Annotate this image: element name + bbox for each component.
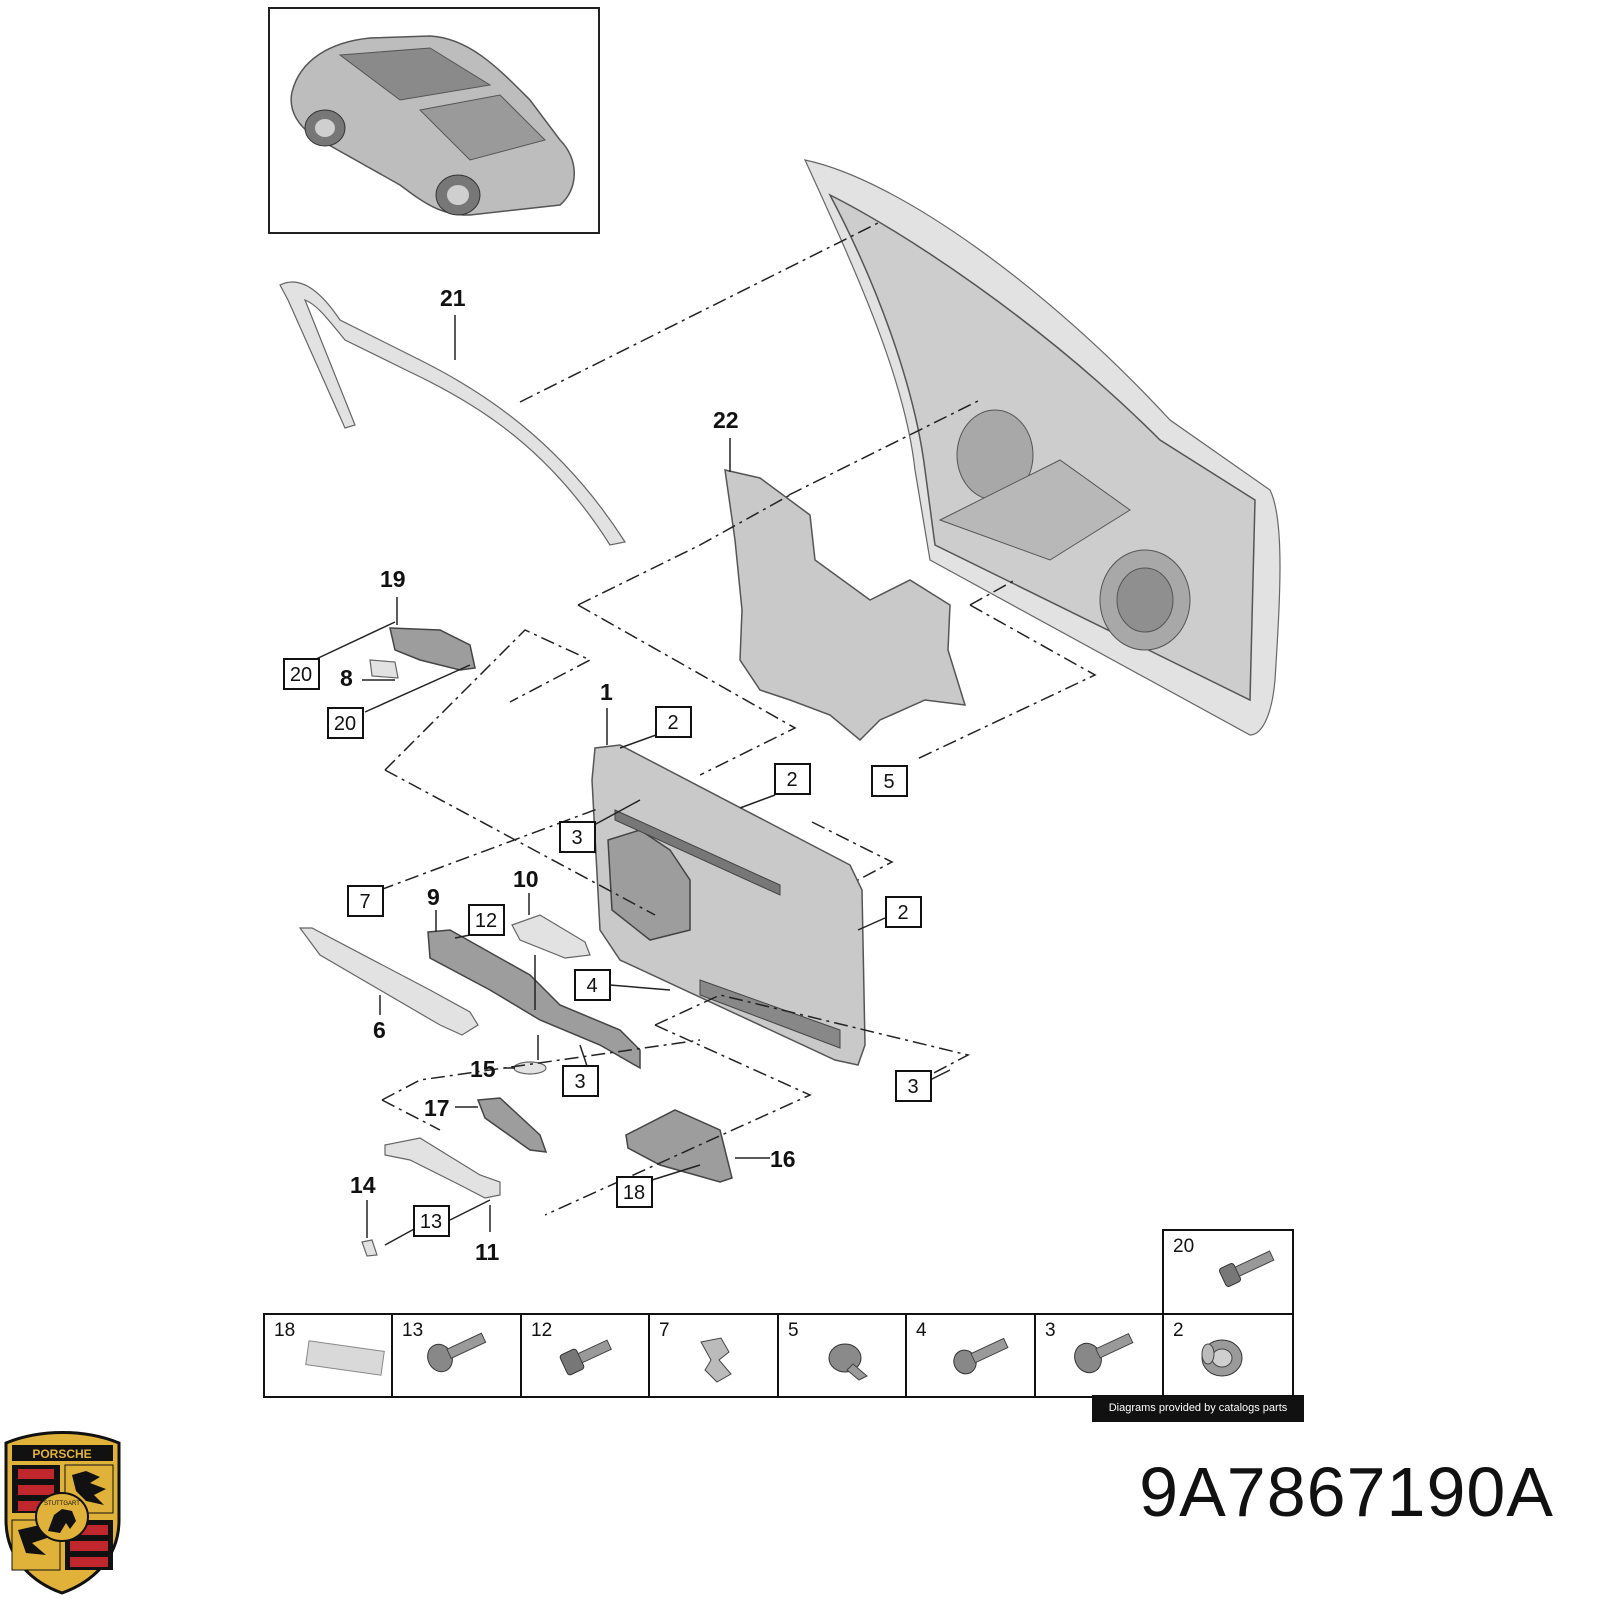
callout-19: 19 — [380, 566, 406, 592]
boxed-callout-4: 4 — [574, 969, 611, 1001]
svg-text:7: 7 — [359, 891, 370, 913]
svg-text:18: 18 — [623, 1182, 645, 1204]
hex-bolt-icon — [559, 1339, 612, 1376]
svg-text:2: 2 — [786, 769, 797, 791]
boxed-callout-7: 7 — [347, 885, 384, 917]
svg-text:20: 20 — [334, 713, 356, 735]
handle-bracket-part — [369, 627, 476, 679]
boxed-callout-18: 18 — [616, 1176, 653, 1208]
boxed-callout-13: 13 — [413, 1205, 450, 1237]
boxed-callout-3-a: 3 — [559, 821, 596, 853]
fastener-cell-label-3: 3 — [1045, 1320, 1056, 1341]
fastener-cell-label-13: 13 — [402, 1320, 423, 1341]
flange-screw-icon — [1074, 1332, 1134, 1374]
door-shell-part — [803, 159, 1281, 736]
callout-9: 9 — [427, 884, 440, 910]
fastener-cell-label-7: 7 — [659, 1320, 670, 1341]
window-trim-part — [279, 281, 626, 546]
diagram-credit: Diagrams provided by catalogs parts — [1092, 1395, 1304, 1422]
cover-cap-part — [476, 1097, 548, 1153]
callout-8: 8 — [340, 665, 353, 691]
callout-15: 15 — [470, 1056, 496, 1082]
fastener-cell-label-12: 12 — [531, 1320, 552, 1341]
boxed-callouts: 20 20 2 2 5 3 7 12 2 4 3 3 18 13 — [283, 658, 932, 1237]
callout-16: 16 — [770, 1146, 796, 1172]
svg-text:3: 3 — [574, 1071, 585, 1093]
fastener-cell-label-18: 18 — [274, 1320, 295, 1341]
callout-1: 1 — [600, 679, 613, 705]
porsche-crest-logo: PORSCHE STUTTGART — [4, 1431, 121, 1595]
bolt-icon — [1219, 1250, 1275, 1287]
small-cap-part — [361, 1239, 378, 1257]
callout-14: 14 — [350, 1172, 376, 1198]
trim-strip-part — [298, 927, 479, 1036]
callout-10: 10 — [513, 866, 539, 892]
screw-icon — [953, 1337, 1009, 1375]
callout-labels: 21 22 19 8 1 9 10 6 15 17 16 14 11 — [340, 285, 796, 1265]
callout-17: 17 — [424, 1095, 450, 1121]
expansion-nut-icon — [1201, 1339, 1243, 1377]
fastener-table: 20 18 13 12 7 5 4 3 2 — [263, 1229, 1294, 1398]
boxed-callout-20-bottom: 20 — [327, 707, 364, 739]
door-trim-panel-part — [591, 744, 866, 1066]
vehicle-thumbnail — [268, 7, 600, 234]
leader-lines — [313, 315, 951, 1246]
fastener-cell-label-5: 5 — [788, 1320, 799, 1341]
flange-bolt-icon — [427, 1332, 487, 1373]
svg-text:13: 13 — [420, 1211, 442, 1233]
logo-brand-text: PORSCHE — [32, 1447, 91, 1461]
part-number-label: 9A7867190A — [1139, 1453, 1554, 1531]
fastener-cell-label-2: 2 — [1173, 1320, 1184, 1341]
spring-clip-icon — [700, 1337, 732, 1383]
foam-strip-icon — [305, 1340, 385, 1376]
handle-trim-part — [384, 1137, 501, 1199]
fastener-cell-label-4: 4 — [916, 1320, 927, 1341]
callout-6: 6 — [373, 1017, 386, 1043]
boxed-callout-3-b: 3 — [562, 1065, 599, 1097]
boxed-callout-20-top: 20 — [283, 658, 320, 690]
switch-bezel-part — [511, 914, 591, 959]
armrest-part — [427, 929, 641, 1070]
insulation-panel-part — [724, 469, 967, 742]
boxed-callout-2-b: 2 — [774, 763, 811, 795]
svg-text:20: 20 — [1173, 1236, 1194, 1257]
svg-text:20: 20 — [290, 664, 312, 686]
svg-text:3: 3 — [907, 1076, 918, 1098]
callout-22: 22 — [713, 407, 739, 433]
svg-text:4: 4 — [586, 975, 597, 997]
boxed-callout-3-c: 3 — [895, 1070, 932, 1102]
svg-text:3: 3 — [571, 827, 582, 849]
logo-city-text: STUTTGART — [44, 1501, 80, 1507]
boxed-callout-5: 5 — [871, 765, 908, 797]
boxed-callout-2-c: 2 — [885, 896, 922, 928]
svg-text:5: 5 — [883, 771, 894, 793]
callout-11: 11 — [475, 1239, 500, 1265]
svg-text:2: 2 — [897, 902, 908, 924]
callout-21: 21 — [440, 285, 466, 311]
svg-text:12: 12 — [475, 910, 497, 932]
boxed-callout-2-a: 2 — [655, 706, 692, 738]
push-rivet-icon — [828, 1343, 868, 1381]
speaker-grille-part — [625, 1109, 733, 1183]
assembly-lines — [379, 221, 1097, 1216]
svg-text:2: 2 — [667, 712, 678, 734]
boxed-callout-12: 12 — [468, 904, 505, 936]
